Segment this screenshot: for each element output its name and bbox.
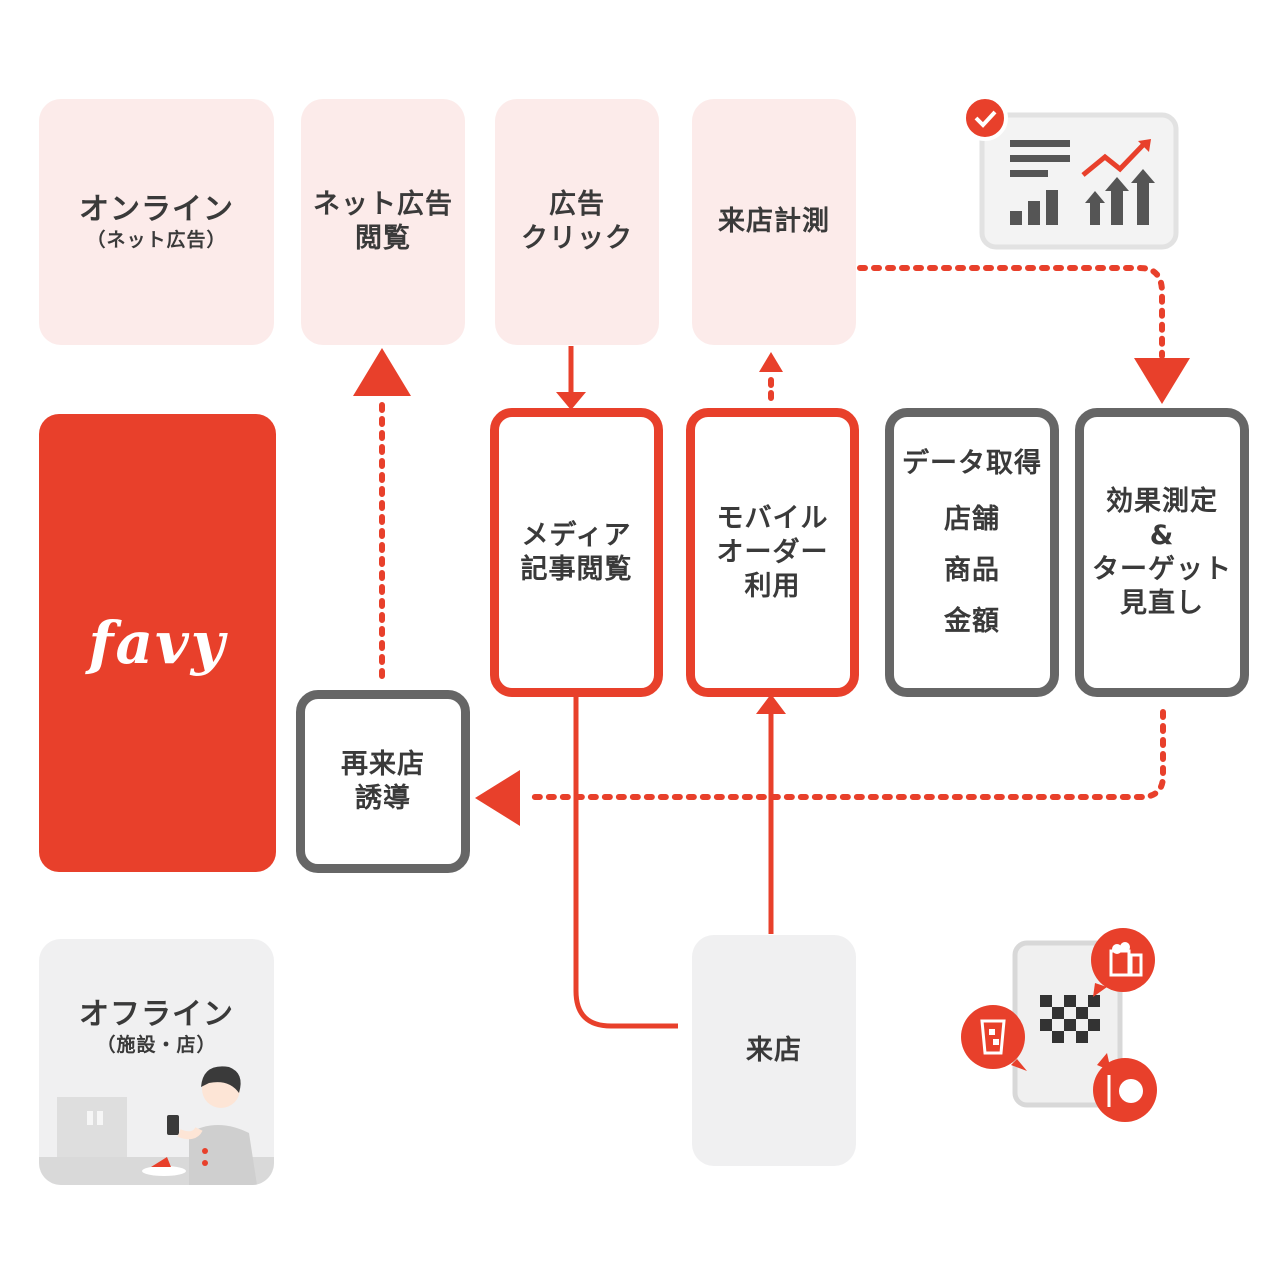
data-acquisition-title: データ取得 xyxy=(902,448,1042,479)
online-title: オンライン xyxy=(79,192,234,227)
ad-click-line-1: 広告 xyxy=(549,189,605,220)
revisit-box: 再来店 誘導 xyxy=(296,690,470,873)
arrowhead-media xyxy=(556,392,586,410)
store-measure-label: 来店計測 xyxy=(718,206,830,237)
store-measure-box: 来店計測 xyxy=(692,99,856,345)
media-article-line-2: 記事閲覧 xyxy=(520,553,633,585)
net-ad-view-line-1: ネット広告 xyxy=(313,189,453,220)
effect-measure-box: 効果測定 & ターゲット 見直し xyxy=(1075,408,1249,697)
offline-subtitle: （施設・店） xyxy=(96,1034,217,1056)
favy-logo: favy xyxy=(88,609,227,677)
mobile-order-line-3: 利用 xyxy=(744,570,801,602)
offline-title: オフライン xyxy=(79,997,234,1032)
online-box: オンライン （ネット広告） xyxy=(39,99,274,345)
effect-measure-line-3: ターゲット xyxy=(1092,553,1232,585)
qr-order-icon xyxy=(961,928,1157,1122)
effect-measure-line-4: 見直し xyxy=(1120,587,1204,619)
online-subtitle: （ネット広告） xyxy=(86,229,227,251)
favy-logo-panel: favy xyxy=(39,414,276,872)
arrowhead-measure xyxy=(759,352,783,372)
net-ad-view-box: ネット広告 閲覧 xyxy=(301,99,465,345)
effect-measure-line-2: & xyxy=(1149,519,1175,551)
arrowhead-netad xyxy=(353,348,411,396)
revisit-line-1: 再来店 xyxy=(341,748,425,780)
arrowhead-effect xyxy=(1134,358,1190,404)
line-visit-to-media xyxy=(573,695,678,1029)
revisit-line-2: 誘導 xyxy=(355,782,411,814)
data-acquisition-box: データ取得 店舗 商品 金額 xyxy=(885,408,1059,697)
data-acquisition-item-product: 商品 xyxy=(944,555,1000,586)
dining-icon xyxy=(1093,1053,1157,1122)
dotted-measure-to-effect xyxy=(857,265,1165,359)
ad-click-line-2: クリック xyxy=(521,223,633,254)
arrowhead-revisit xyxy=(475,770,520,826)
mobile-order-line-2: オーダー xyxy=(716,536,829,568)
visit-box: 来店 xyxy=(692,935,856,1166)
offline-box: オフライン （施設・店） xyxy=(39,939,274,1185)
visit-label: 来店 xyxy=(746,1034,802,1066)
beer-icon xyxy=(1091,928,1155,997)
arrowhead-mobile xyxy=(756,694,786,714)
net-ad-view-line-2: 閲覧 xyxy=(355,223,411,254)
mobile-order-line-1: モバイル xyxy=(716,502,829,534)
data-acquisition-item-amount: 金額 xyxy=(944,606,1000,637)
mobile-order-box: モバイル オーダー 利用 xyxy=(686,408,859,697)
person-with-phone-illustration xyxy=(39,1066,274,1185)
media-article-box: メディア 記事閲覧 xyxy=(490,408,663,697)
data-acquisition-item-store: 店舗 xyxy=(944,504,1000,535)
drink-icon xyxy=(961,1005,1027,1071)
dotted-effect-to-revisit xyxy=(523,709,1166,800)
media-article-line-1: メディア xyxy=(521,519,632,551)
ad-click-box: 広告 クリック xyxy=(495,99,659,345)
effect-measure-line-1: 効果測定 xyxy=(1106,485,1218,517)
analytics-chart-icon xyxy=(962,95,1179,250)
check-badge-icon xyxy=(962,95,1008,141)
